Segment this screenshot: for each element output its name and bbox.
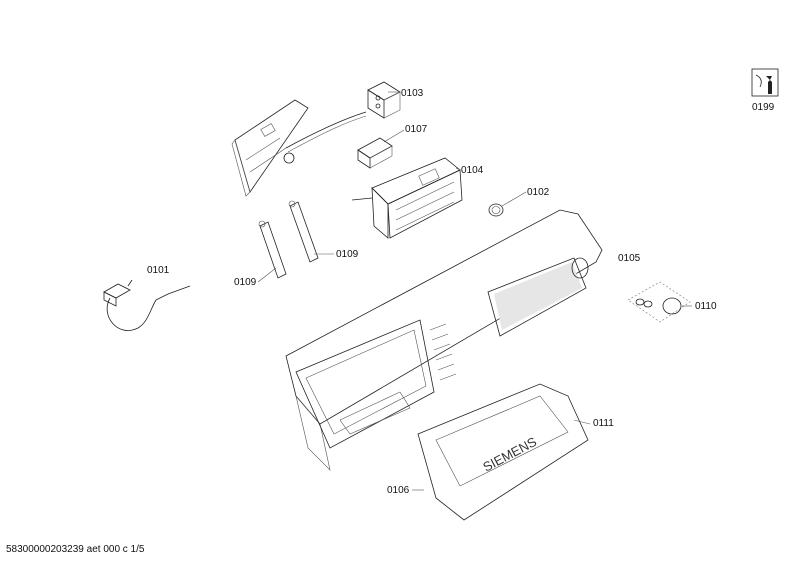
leader-lines <box>257 91 692 491</box>
part-0104-keypad-board <box>351 157 463 239</box>
part-0101-mains-cable <box>103 279 191 331</box>
part-0103-small-board <box>367 81 401 119</box>
part-0102-ring <box>488 203 504 217</box>
part-0111-front-panel <box>417 383 589 521</box>
label-0110: 0110 <box>695 301 717 312</box>
label-0103: 0103 <box>401 88 424 99</box>
part-0107-module <box>357 137 393 169</box>
label-0102: 0102 <box>527 187 550 198</box>
label-0105: 0105 <box>618 253 641 264</box>
part-0109-light-guides <box>258 200 319 279</box>
wrench-manual-icon <box>751 68 779 97</box>
label-0104: 0104 <box>461 165 484 176</box>
label-0107: 0107 <box>405 124 428 135</box>
label-0199: 0199 <box>752 102 775 113</box>
label-0109-right: 0109 <box>336 249 359 260</box>
label-0109-left: 0109 <box>234 277 257 288</box>
document-footer: 58300000203239 aet 000 c 1/5 <box>6 544 145 555</box>
label-0111: 0111 <box>593 418 614 429</box>
label-0106: 0106 <box>387 485 410 496</box>
part-0105-control-panel <box>285 209 603 471</box>
part-0110-knob <box>627 281 691 323</box>
label-0101: 0101 <box>147 265 170 276</box>
brand-logo-text: SIEMENS <box>480 434 539 475</box>
part-wiring-harness <box>285 111 367 149</box>
part-main-board <box>231 99 309 197</box>
